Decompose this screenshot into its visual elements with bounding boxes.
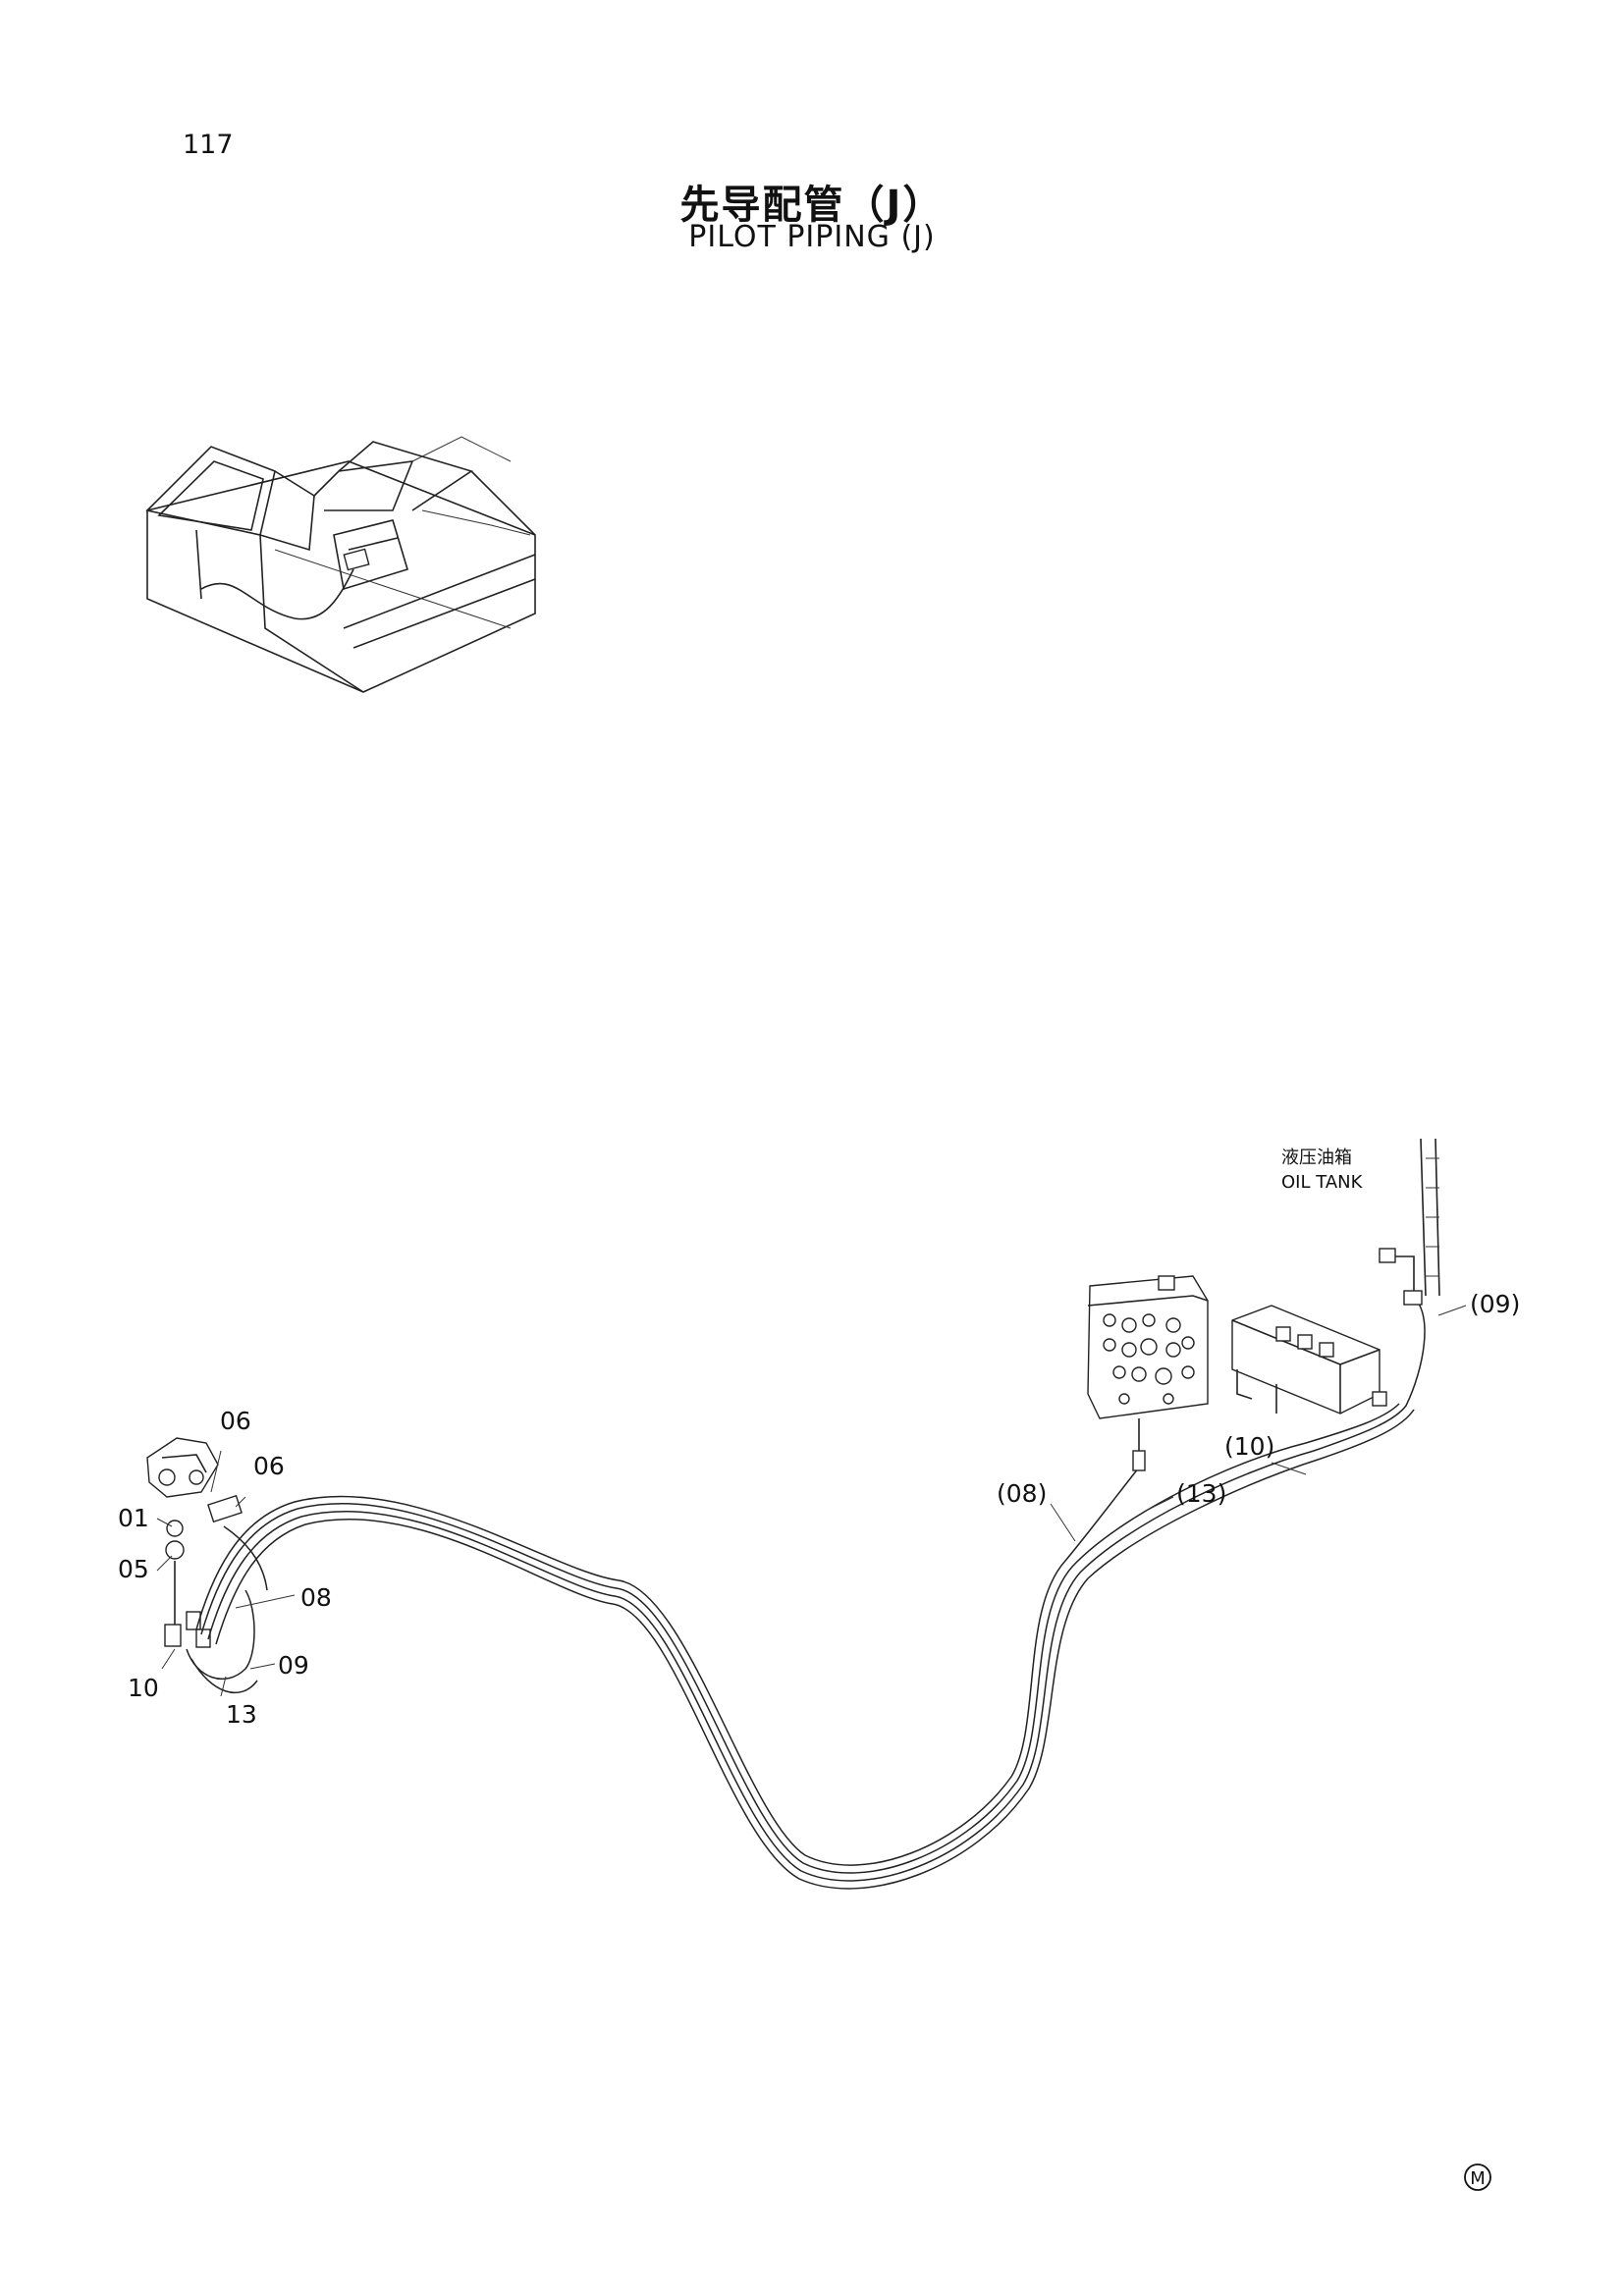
callout-13-ref: (13) [1176,1479,1226,1508]
solenoid-valve-block [1231,1305,1387,1415]
callout-08-ref: (08) [997,1479,1047,1508]
callout-06-upper: 06 [220,1407,251,1435]
callout-10: 10 [128,1674,159,1702]
page-title-english: PILOT PIPING (J) [688,220,936,254]
control-valve-block [1087,1275,1209,1471]
callout-13: 13 [226,1700,257,1729]
callout-10-ref: (10) [1224,1432,1274,1461]
callout-09: 09 [278,1651,309,1680]
callout-06-lower: 06 [253,1452,285,1480]
page-number: 117 [183,130,234,160]
callout-01: 01 [118,1504,149,1532]
excavator-locator-illustration [145,436,536,693]
manufacturer-mark: M [1464,2163,1491,2191]
pilot-valve-assembly [146,1437,243,1648]
page-title-chinese: 先导配管（J） [679,183,945,228]
callout-05: 05 [118,1555,149,1583]
callout-09-ref: (09) [1470,1290,1520,1318]
oil-tank-illustration [1379,1138,1440,1306]
oil-tank-label-chinese: 液压油箱 [1281,1148,1352,1168]
callout-08: 08 [300,1583,332,1612]
pilot-hose-bundle [186,1297,1426,1890]
mark-letter: M [1470,2168,1486,2189]
leader-lines [156,1305,1467,1697]
oil-tank-label-english: OIL TANK [1281,1172,1364,1193]
